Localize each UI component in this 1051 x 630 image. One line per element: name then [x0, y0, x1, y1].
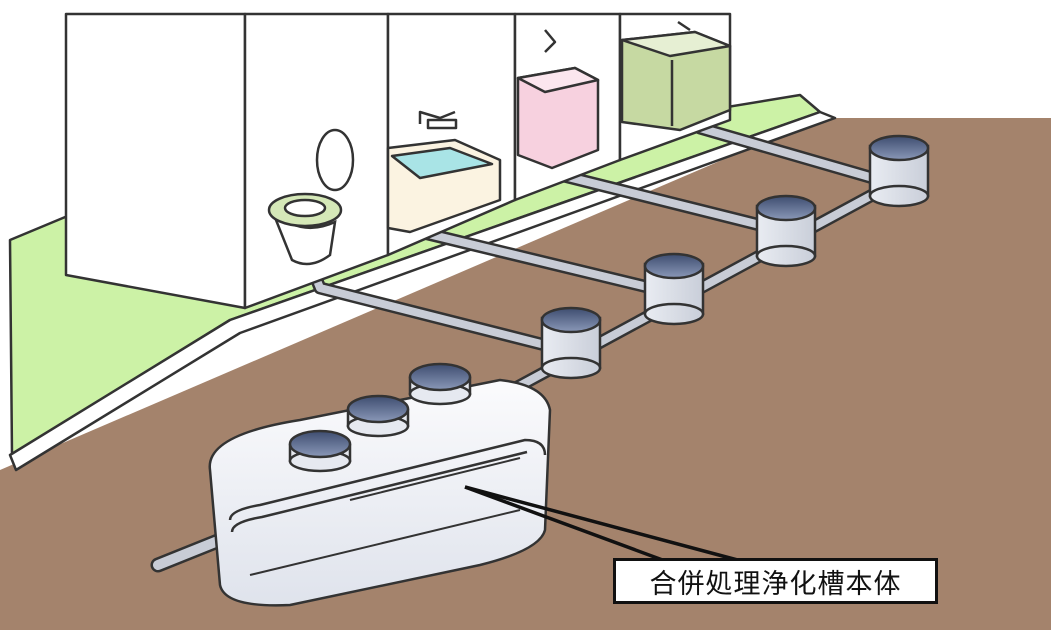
inspection-pit-2 — [643, 252, 705, 326]
bathtub — [386, 110, 502, 234]
washing-machine — [516, 29, 600, 170]
inspection-pit-4 — [868, 134, 930, 208]
tank-cover-2 — [346, 394, 410, 438]
callout-leader — [464, 485, 746, 564]
house-front-wall — [64, 12, 247, 310]
inspection-pit-1 — [540, 306, 602, 380]
toilet — [267, 128, 355, 266]
tank-cover-3 — [408, 362, 472, 406]
inspection-pit-3 — [755, 194, 817, 268]
tank-cover-1 — [288, 429, 352, 473]
tank-callout-label: 合併処理浄化槽本体 — [613, 558, 938, 604]
sink-cabinet — [620, 20, 732, 132]
